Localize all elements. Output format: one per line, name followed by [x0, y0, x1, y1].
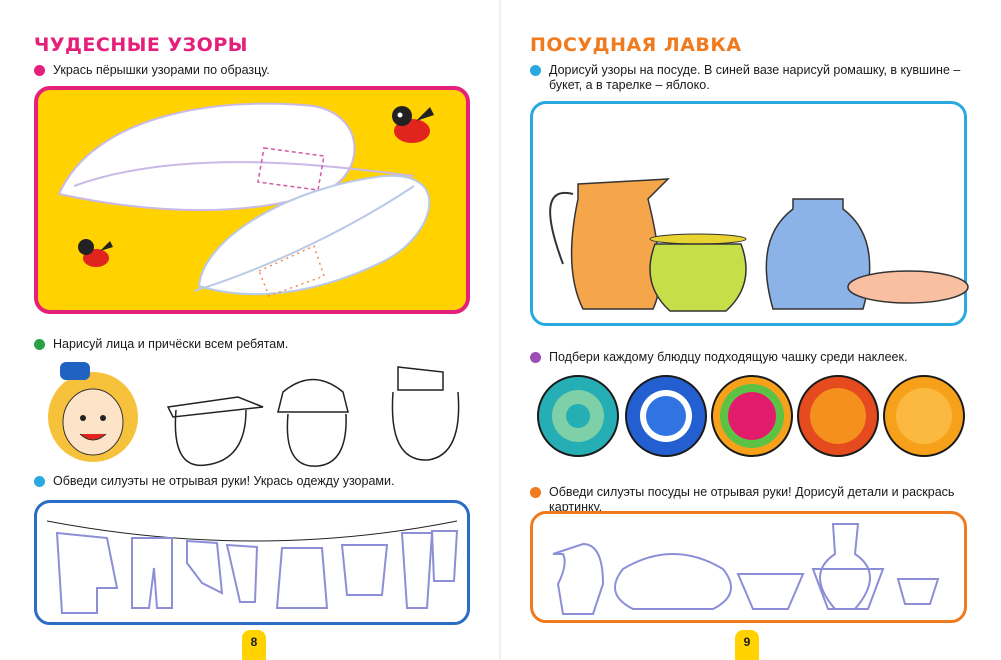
blue-vase-icon: [765, 198, 871, 310]
instruction-decorate-feathers: Укрась пёрышки узорами по образцу.: [34, 63, 270, 78]
pot-icon: [649, 233, 747, 312]
saucer-icon: [711, 375, 793, 457]
jug-icon: [549, 178, 670, 310]
saucer-icon: [797, 375, 879, 457]
saucer-icon: [883, 375, 965, 457]
feathers-illustration: [57, 102, 434, 297]
instruction-draw-faces: Нарисуй лица и причёски всем ребятам.: [34, 337, 288, 352]
instruction-trace-dishes: Обведи силуэты посуды не отрывая руки! Д…: [530, 485, 1001, 515]
girl-face-sample: [48, 362, 138, 462]
blank-heads-outline: [166, 366, 460, 467]
bullet-dot: [34, 476, 45, 487]
dishes-trace-frame: [530, 511, 967, 623]
bullet-dot: [530, 487, 541, 498]
kids-heads-illustration: [48, 362, 460, 467]
dishes-illustration: [552, 523, 940, 615]
instruction-trace-clothes: Обведи силуэты не отрывая руки! Укрась о…: [34, 474, 394, 489]
bullet-dot: [530, 65, 541, 76]
left-page-title: Чудесные узоры: [34, 34, 248, 56]
right-page-title: Посудная лавка: [530, 34, 742, 56]
instruction-draw-patterns: Дорисуй узоры на посуде. В синей вазе на…: [530, 63, 970, 93]
saucers-row: [537, 375, 965, 457]
bird-icon: [392, 106, 434, 143]
bullet-dot: [34, 65, 45, 76]
plate-icon: [847, 270, 969, 304]
bird-icon: [78, 239, 113, 267]
pottery-illustration: [549, 178, 969, 312]
page-number-tab-left: 8: [242, 630, 266, 660]
book-spine: [499, 0, 501, 660]
clothesline-illustration: [46, 520, 459, 614]
bullet-dot: [34, 339, 45, 350]
clothesline-frame: [34, 500, 470, 625]
right-page: Посудная лавка Дорисуй узоры на посуде. …: [500, 0, 1001, 660]
instruction-match-saucers: Подбери каждому блюдцу подходящую чашку …: [530, 350, 907, 365]
pottery-frame: [530, 101, 969, 326]
bullet-dot: [530, 352, 541, 363]
saucer-icon: [625, 375, 707, 457]
page-number-tab-right: 9: [735, 630, 759, 660]
left-page: Чудесные узоры Укрась пёрышки узорами по…: [0, 0, 500, 660]
saucer-icon: [537, 375, 619, 457]
feathers-frame: [34, 86, 470, 314]
